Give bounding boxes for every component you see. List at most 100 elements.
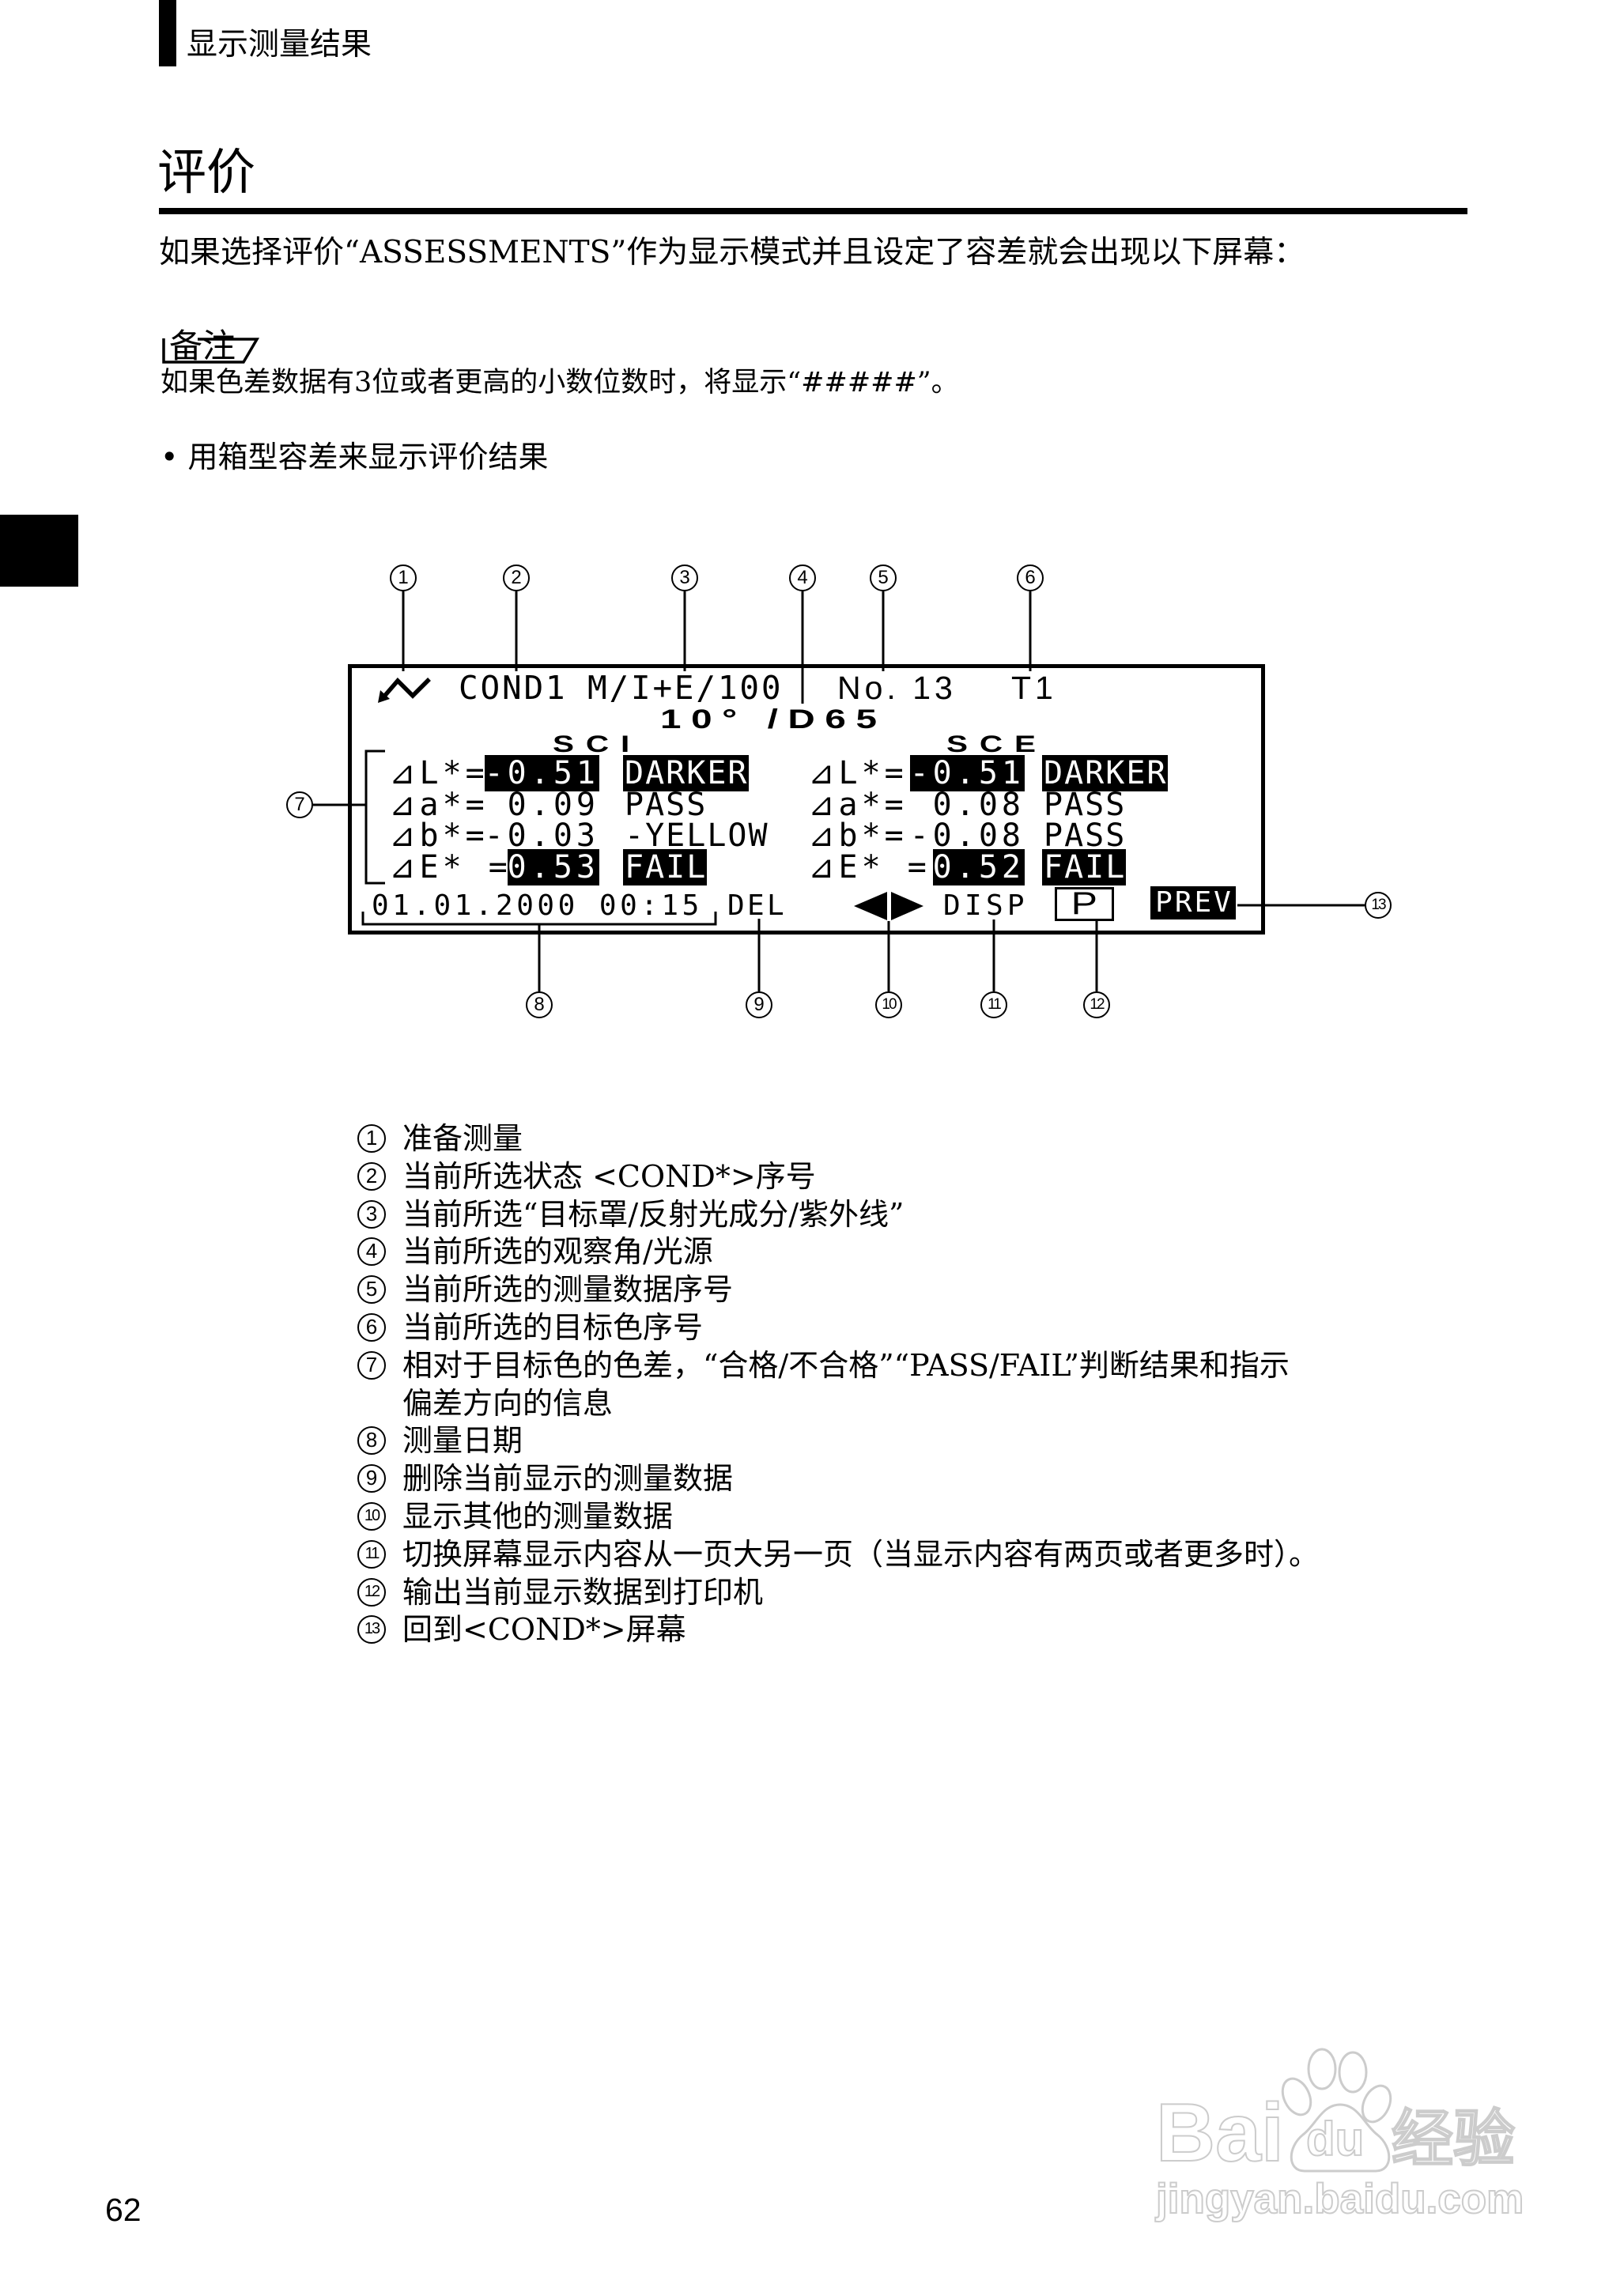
legend-number-badge: 11 [357,1540,386,1569]
print-label: P [1071,886,1098,921]
chapter-tab [0,515,78,587]
status-field: -YELLOW [623,820,769,851]
legend-text: 当前所选的目标色序号 [402,1310,704,1345]
watermark-brand-paw-text: du [1305,2113,1365,2166]
previous-softkey: PREV [1150,886,1236,919]
callout-badge-11: 11 [980,991,1007,1018]
delta-value-field: -0.51 [909,755,1025,791]
status-field: DARKER [623,755,749,791]
arrow-right-icon [891,892,923,920]
status-field: FAIL [623,849,708,885]
observer-illuminant: 10° /D65 [660,704,887,734]
delete-softkey: DEL [727,889,787,922]
legend-number-badge: 1 [357,1124,386,1153]
bullet-heading: • 用箱型容差来显示评价结果 [161,440,549,474]
callout-badge-10: 10 [875,991,902,1018]
status-badge: PASS [1044,787,1127,823]
delta-value: -0.51 [484,755,599,791]
legend-text: 当前所选的测量数据序号 [402,1272,734,1307]
legend-number-badge: 13 [357,1615,386,1644]
callout-badge-13: 13 [1365,892,1392,919]
delta-value-field: -0.08 [909,820,1025,851]
callout-badge-7: 7 [286,791,313,818]
legend-text-continuation: 偏差方向的信息 [402,1386,614,1421]
callout-badge-6: 6 [1017,565,1044,591]
watermark-brand: Bai [1155,2087,1285,2179]
bullet-text: 用箱型容差来显示评价结果 [187,440,549,474]
callout-badge-12: 12 [1083,991,1110,1018]
legend-number-badge: 8 [357,1426,386,1455]
legend-number-badge: 10 [357,1502,386,1531]
legend-number-badge: 12 [357,1578,386,1607]
delta-label: ⊿E* = [389,849,512,885]
status-badge: DARKER [1042,755,1168,791]
legend-number-badge: 3 [357,1200,386,1229]
legend-text: 相对于目标色的色差，“合格/不合格”“PASS/FAIL”判断结果和指示 [402,1348,1290,1383]
callout-badge-1: 1 [390,565,417,591]
legend-number-badge: 9 [357,1464,386,1493]
status-badge: PASS [625,787,708,823]
legend-text: 显示其他的测量数据 [402,1499,674,1534]
legend-text: 删除当前显示的测量数据 [402,1461,734,1496]
lcd-screen [348,664,1265,935]
page-title: 评价 [157,143,256,201]
delta-label: ⊿a*= [808,787,908,823]
delta-value: 0.09 [507,787,599,823]
watermark-url: jingyan.baidu.com [1155,2176,1524,2222]
legend-text: 当前所选“目标罩/反射光成分/紫外线” [402,1197,905,1232]
callout-badge-5: 5 [870,565,897,591]
delta-label: ⊿L*= [808,755,908,791]
delta-label: ⊿b*= [389,817,489,854]
status-field: DARKER [1042,755,1168,791]
delta-value: 0.53 [507,849,599,885]
target-number: T1 [1011,670,1057,706]
delta-value-field: -0.03 [484,820,599,851]
measure-ready-icon [378,677,431,703]
status-field: PASS [1042,789,1126,821]
arrow-left-icon [854,892,887,920]
callout-badge-4: 4 [789,565,816,591]
callout-badge-9: 9 [746,991,772,1018]
legend-text: 当前所选的观察角/光源 [402,1234,713,1269]
nav-arrows [854,892,923,920]
callout-badge-3: 3 [671,565,698,591]
legend-number-badge: 4 [357,1237,386,1266]
section-header: 显示测量结果 [187,27,372,62]
delta-value: 0.08 [932,787,1025,823]
note-label: 备注 [169,327,236,365]
print-softkey: P [1055,887,1114,921]
status-badge: FAIL [623,849,708,885]
delta-value-field: 0.09 [484,789,599,821]
delta-label: ⊿a*= [389,787,489,823]
watermark-brand-cn: 经验 [1391,2104,1516,2175]
page-number: 62 [105,2192,142,2228]
status-badge: -YELLOW [625,817,769,854]
display-softkey: DISP [943,889,1029,922]
legend-number-badge: 7 [357,1351,386,1380]
delta-value-field: 0.08 [909,789,1025,821]
delta-value-field: -0.51 [484,755,599,791]
legend-text: 准备测量 [402,1121,523,1156]
legend-text: 测量日期 [402,1423,523,1458]
status-field: PASS [1042,820,1126,851]
legend-text: 当前所选状态 <COND*>序号 [402,1159,816,1194]
legend-number-badge: 2 [357,1162,386,1191]
note-text: 如果色差数据有3位或者更高的小数位数时，将显示“#####”。 [161,367,959,398]
delta-label: ⊿E* = [808,849,931,885]
status-field: FAIL [1042,849,1127,885]
delta-value: 0.52 [932,849,1025,885]
callout-badge-8: 8 [526,991,553,1018]
status-badge: PASS [1044,817,1127,854]
bullet-symbol: • [161,440,179,474]
delta-value-field: 0.52 [909,849,1025,885]
legend-number-badge: 6 [357,1313,386,1342]
measurement-datetime: 01.01.2000 00:15 [372,889,703,922]
status-badge: DARKER [623,755,749,791]
legend-text: 切换屏幕显示内容从一页大另一页（当显示内容有两页或者更多时）。 [402,1537,1320,1572]
status-field: PASS [623,789,707,821]
delta-value: -0.51 [909,755,1025,791]
column-title-sce: SCE [946,731,1048,757]
section-marker-bar [159,0,176,66]
